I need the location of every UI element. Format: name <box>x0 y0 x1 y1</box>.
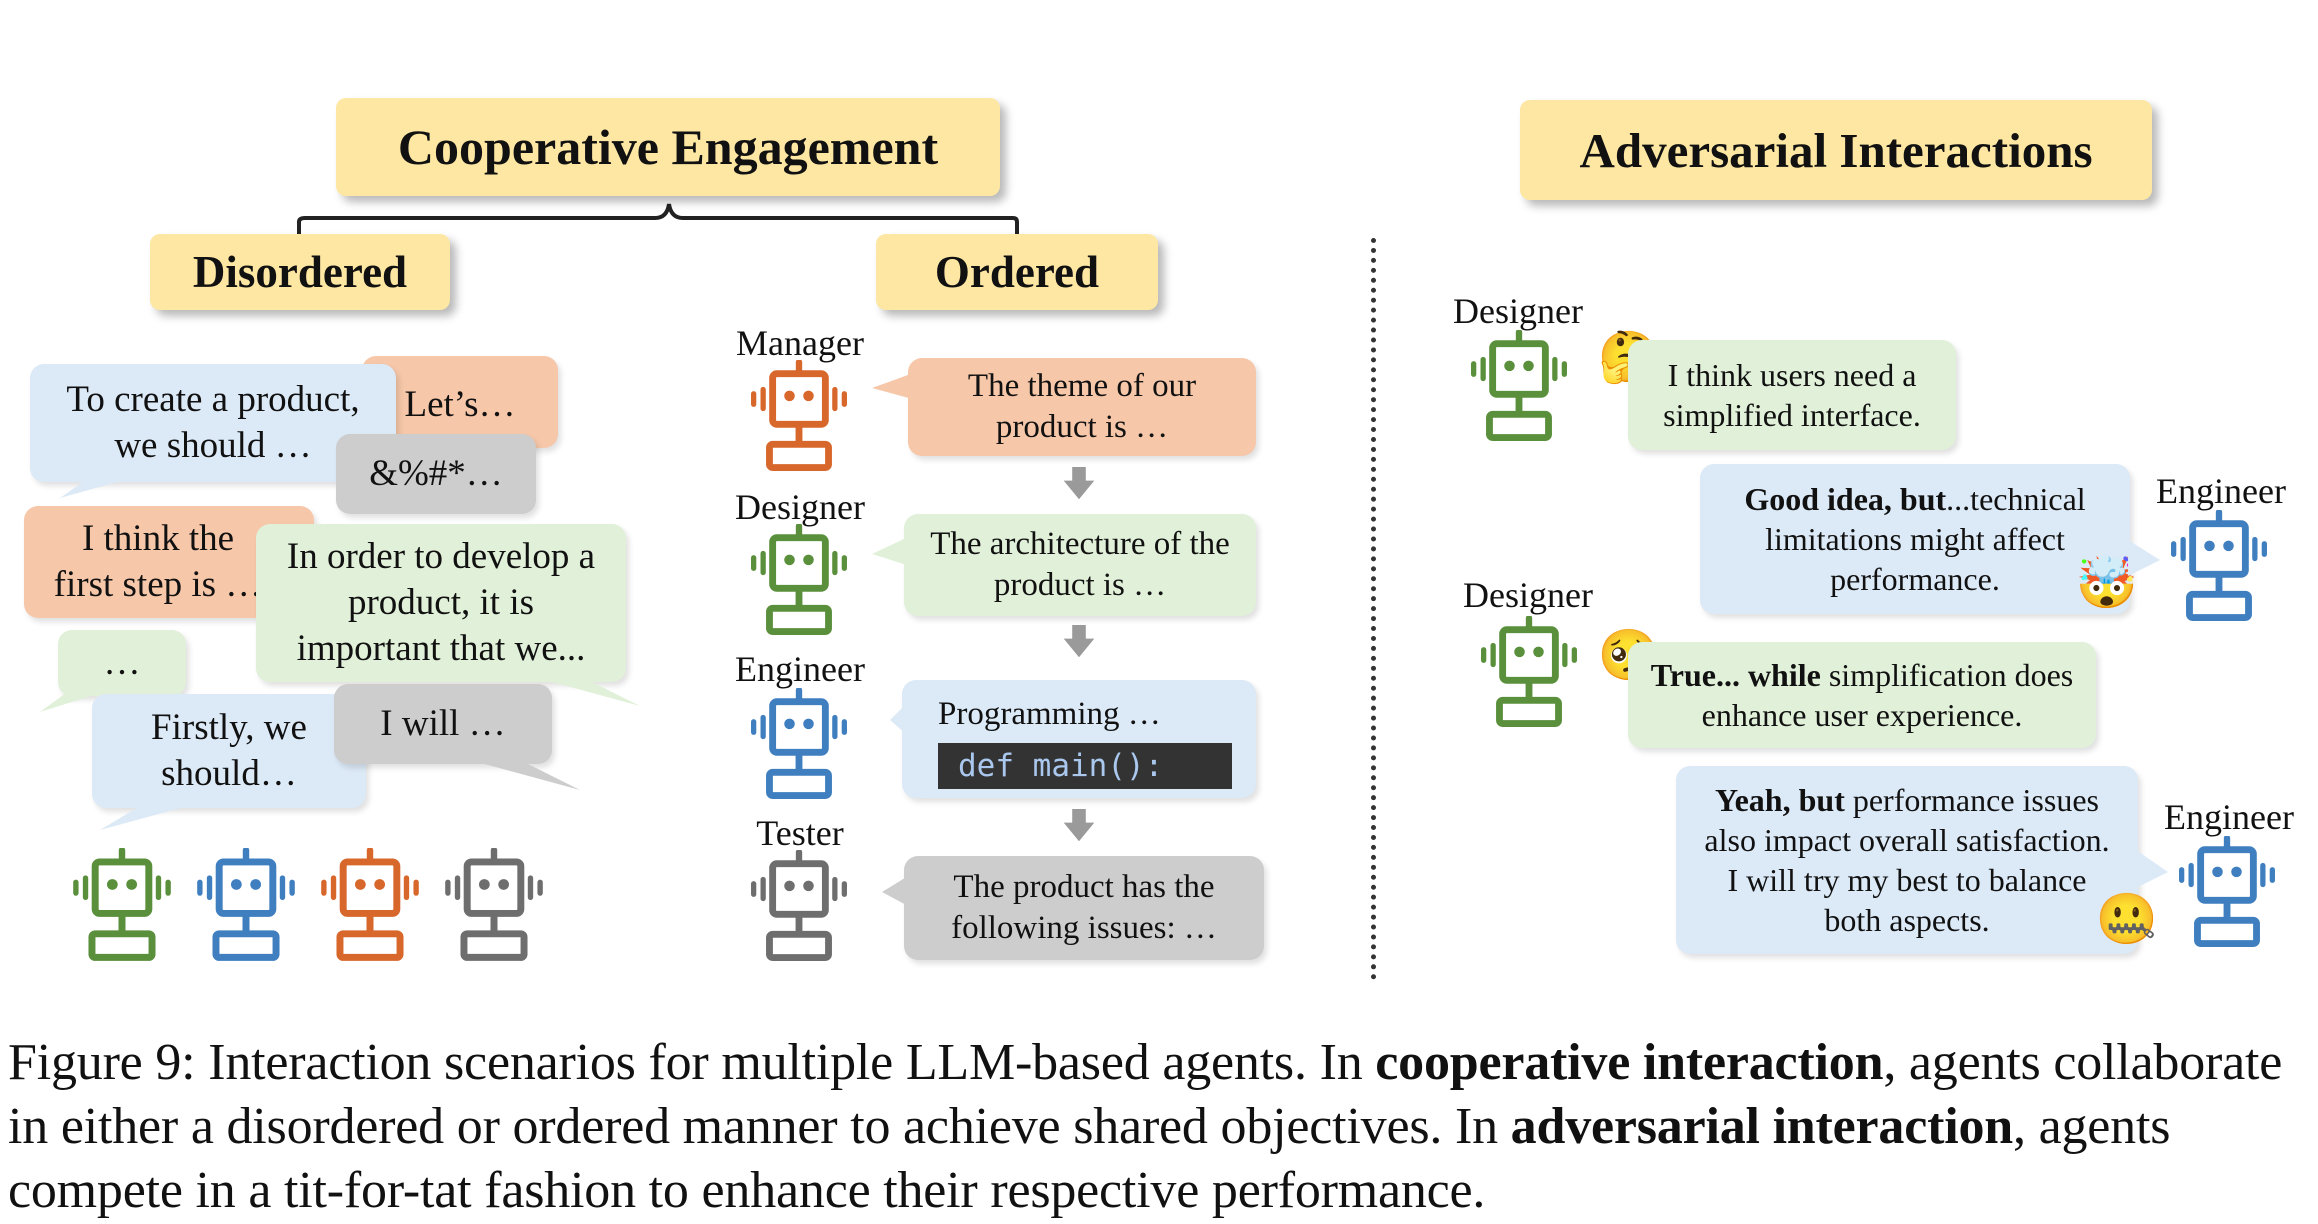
engineer-message-bubble: Programming … def main(): <box>902 680 1256 798</box>
section-divider <box>1371 238 1376 980</box>
ordered-role-manager: Manager <box>736 323 864 363</box>
firstly-text: Firstly, we should… <box>151 706 307 794</box>
manager-message-text: The theme of our product is … <box>967 367 1197 445</box>
symbols-text: &%#*… <box>369 452 503 494</box>
adv-designer-label-1: Designer <box>1453 291 1583 331</box>
cooperative-engagement-header: Cooperative Engagement <box>336 98 1000 196</box>
create-product-bubble: To create a product, we should … <box>30 364 396 482</box>
figure-caption: Figure 9: Interaction scenarios for mult… <box>8 1031 2314 1223</box>
adversarial-interactions-header: Adversarial Interactions <box>1520 100 2152 200</box>
ordered-role-tester: Tester <box>756 813 844 853</box>
adversarial-bubble-tails <box>2128 540 2168 888</box>
engineer-code-text: def main(): <box>958 747 1164 784</box>
branch-bracket <box>297 203 1019 238</box>
adv-message-4-bold: Yeah, but <box>1715 782 1845 818</box>
adv-message-2-bubble: Good idea, but...technical limitations m… <box>1700 464 2130 614</box>
adv-message-2: Good idea, but...technical limitations m… <box>1722 479 2108 599</box>
adv-message-3-bold: True... while <box>1650 657 1821 693</box>
caption-bold-adversarial: adversarial interaction <box>1510 1098 2014 1155</box>
ordered-role-designer: Designer <box>735 487 865 527</box>
adv-message-1-bubble: I think users need a simplified interfac… <box>1628 340 1956 450</box>
designer-message-text: The architecture of the product is … <box>930 525 1230 603</box>
caption-suffix: , agents compete in a tit-for-tat fashio… <box>8 1098 2171 1219</box>
zipper-mouth-emoji-icon: 🤐 <box>2096 888 2158 950</box>
adv-message-4-rest: performance issues also impact overall s… <box>1704 782 2110 938</box>
adv-message-2-rest: ...technical limitations might affect pe… <box>1765 481 2086 597</box>
cooperative-engagement-title: Cooperative Engagement <box>397 119 939 175</box>
zipper-mouth-emoji-text: 🤐 <box>2095 890 2159 947</box>
ordered-title: Ordered <box>934 247 1100 297</box>
adv-message-3-bubble: True... while simplification does enhanc… <box>1628 642 2096 748</box>
adv-designer-label-2: Designer <box>1463 575 1593 615</box>
adv-engineer-label-1: Engineer <box>2156 471 2286 511</box>
ellipsis-bubble: … <box>58 630 186 696</box>
adv-message-3: True... while simplification does enhanc… <box>1648 655 2076 735</box>
ordered-role-engineer: Engineer <box>735 649 865 689</box>
manager-message-bubble: The theme of our product is … <box>908 358 1256 456</box>
disordered-title: Disordered <box>192 247 408 297</box>
adv-message-2-bold: Good idea, but <box>1744 481 1947 517</box>
create-product-text: To create a product, we should … <box>66 378 360 466</box>
symbols-bubble: &%#*… <box>336 434 536 514</box>
engineer-code-snippet: def main(): <box>938 743 1232 790</box>
develop-bubble: In order to develop a product, it is imp… <box>256 524 626 682</box>
engineer-message-text: Programming … <box>938 696 1161 732</box>
caption-prefix: Figure 9: Interaction scenarios for mult… <box>8 1034 1376 1091</box>
lets-text: Let’s… <box>404 384 516 425</box>
exploding-head-emoji-text: 🤯 <box>2075 554 2139 611</box>
caption-bold-cooperative: cooperative interaction <box>1375 1034 1884 1091</box>
exploding-head-emoji-icon: 🤯 <box>2076 552 2138 614</box>
adversarial-interactions-title: Adversarial Interactions <box>1579 122 2093 178</box>
i-will-bubble: I will … <box>334 684 552 764</box>
firstly-bubble: Firstly, we should… <box>92 694 366 808</box>
first-step-text: I think the first step is … <box>53 517 263 605</box>
tester-message-text: The product has the following issues: … <box>951 868 1217 946</box>
develop-text: In order to develop a product, it is imp… <box>286 535 596 670</box>
disordered-bubble-tails <box>40 470 640 830</box>
ordered-bubble-tails <box>872 372 916 906</box>
adv-engineer-label-2: Engineer <box>2164 797 2294 837</box>
tester-message-bubble: The product has the following issues: … <box>904 856 1264 960</box>
caption-middle: , agents collaborate in either a disorde… <box>8 1034 2283 1155</box>
adv-message-3-rest: simplification does enhance user experie… <box>1701 657 2074 733</box>
ellipsis-text: … <box>103 641 141 683</box>
disordered-header: Disordered <box>150 234 450 310</box>
adv-message-1-text: I think users need a simplified interfac… <box>1663 357 1921 433</box>
adv-message-4-bubble: Yeah, but performance issues also impact… <box>1676 766 2138 954</box>
designer-message-bubble: The architecture of the product is … <box>904 514 1256 616</box>
i-will-text: I will … <box>380 702 506 744</box>
ordered-header: Ordered <box>876 234 1158 310</box>
adv-message-4: Yeah, but performance issues also impact… <box>1696 780 2118 940</box>
